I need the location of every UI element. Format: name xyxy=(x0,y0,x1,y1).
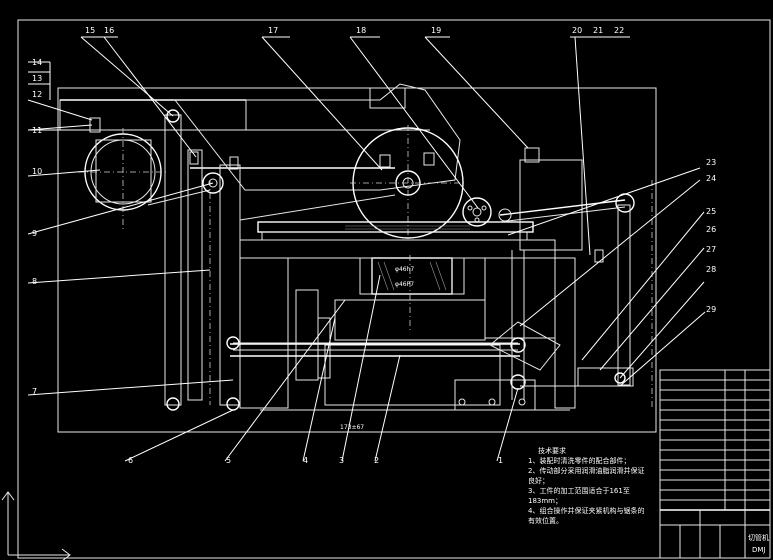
label-4: 4 xyxy=(303,456,308,465)
label-12: 12 xyxy=(32,90,42,99)
spindle-column: φ46h7 φ46P7 xyxy=(359,255,465,330)
label-5: 5 xyxy=(226,456,231,465)
label-19: 19 xyxy=(431,26,441,35)
base-holes xyxy=(458,398,526,406)
note-line-3: 良好； xyxy=(528,476,549,485)
label-20: 20 xyxy=(572,26,582,35)
title-block-company: DMJ xyxy=(752,546,766,554)
motor-pulley xyxy=(78,128,168,230)
note-line-6: 4、组合操作并保证夹紧机构与锯条的 xyxy=(528,506,644,515)
ucs-icon xyxy=(1,491,71,560)
label-28: 28 xyxy=(706,265,716,274)
label-8: 8 xyxy=(32,277,37,286)
label-2: 2 xyxy=(374,456,379,465)
label-3: 3 xyxy=(339,456,344,465)
note-line-4: 3、工件的加工范围适合于161至 xyxy=(528,486,630,495)
label-11: 11 xyxy=(32,126,42,135)
label-1: 1 xyxy=(498,456,503,465)
label-18: 18 xyxy=(356,26,366,35)
label-14: 14 xyxy=(32,58,42,67)
label-23: 23 xyxy=(706,158,716,167)
work-table xyxy=(239,221,556,259)
label-29: 29 xyxy=(706,305,716,314)
note-line-2: 2、传动部分采用润滑油脂润滑并保证 xyxy=(528,466,644,475)
note-line-7: 有效位置。 xyxy=(528,516,563,525)
label-25: 25 xyxy=(706,207,716,216)
label-17: 17 xyxy=(268,26,278,35)
bolts xyxy=(89,117,435,170)
label-27: 27 xyxy=(706,245,716,254)
drawing-frame xyxy=(17,19,771,559)
drive-belt xyxy=(147,167,396,221)
saw-blade xyxy=(350,125,466,240)
fit-label-1: φ46h7 xyxy=(395,266,414,273)
adjust-knob xyxy=(462,197,492,227)
note-line-1: 1、装配时清洗零件的配合部件； xyxy=(528,456,630,465)
label-10: 10 xyxy=(32,167,42,176)
label-24: 24 xyxy=(706,174,716,183)
label-13: 13 xyxy=(32,74,42,83)
technical-notes: 技术要求 1、装配时清洗零件的配合部件； 2、传动部分采用润滑油脂润滑并保证 良… xyxy=(528,446,644,525)
clamp-assembly xyxy=(498,147,635,387)
left-column xyxy=(164,109,241,411)
label-15: 15 xyxy=(85,26,95,35)
part-labels: 15 16 17 18 19 20 21 22 14 13 12 11 10 9… xyxy=(32,26,716,465)
fit-label-2: φ46P7 xyxy=(395,281,414,288)
label-16: 16 xyxy=(104,26,114,35)
leader-lines xyxy=(27,36,706,462)
dimension-text: 173±67 xyxy=(340,424,364,431)
label-6: 6 xyxy=(128,456,133,465)
linkage xyxy=(226,250,561,400)
label-21: 21 xyxy=(593,26,603,35)
label-22: 22 xyxy=(614,26,624,35)
label-9: 9 xyxy=(32,229,37,238)
title-block: DMJ 切管机 xyxy=(659,369,771,559)
width-dimension: 173±67 xyxy=(210,424,520,433)
notes-title: 技术要求 xyxy=(538,446,566,455)
title-block-name: 切管机 xyxy=(748,533,769,542)
saw-arm xyxy=(173,83,461,191)
label-7: 7 xyxy=(32,387,37,396)
label-26: 26 xyxy=(706,225,716,234)
note-line-5: 183mm； xyxy=(528,497,562,505)
